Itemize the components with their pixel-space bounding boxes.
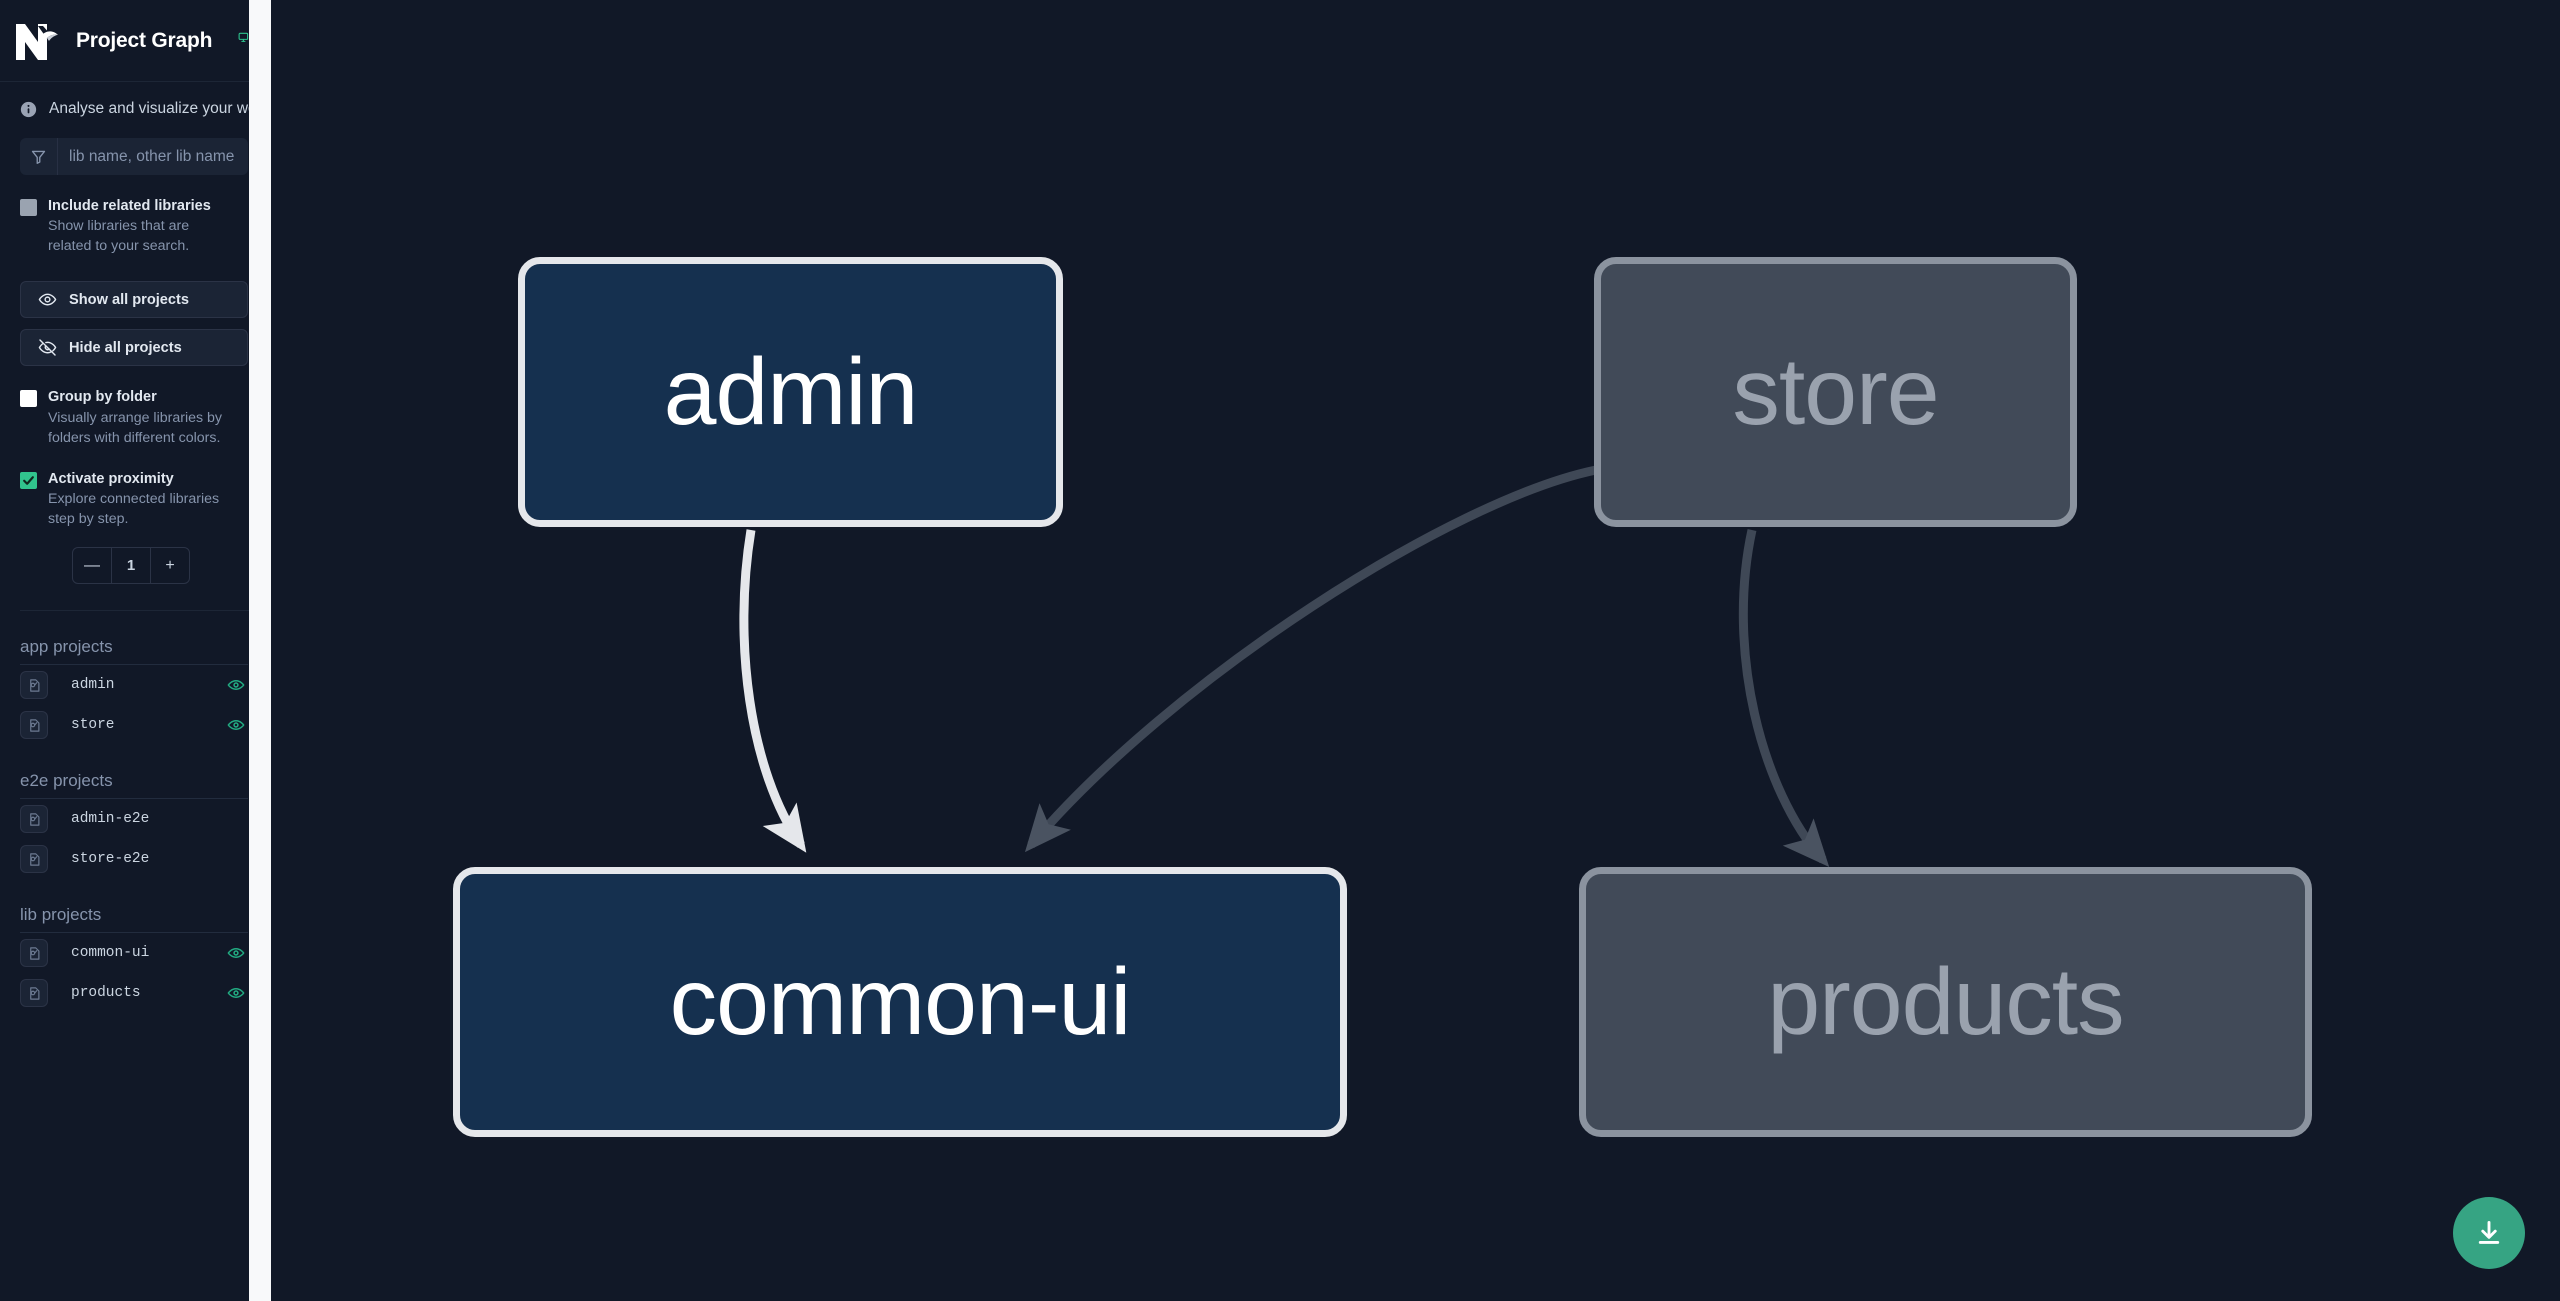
sidebar: Project Graph Analyse and visualize your… [0,0,271,1301]
show-all-projects-button[interactable]: Show all projects [20,281,248,319]
project-row-store[interactable]: store [20,705,248,745]
group-by-folder-checkbox[interactable] [20,390,37,408]
option-description: Show libraries that are related to your … [48,218,190,255]
project-group-app: app projects admin [20,637,249,745]
download-graph-button[interactable] [2453,1197,2525,1269]
project-group-lib: lib projects common-ui [20,905,249,1013]
eye-icon [38,294,57,306]
project-name: admin [71,677,115,694]
include-related-libraries-checkbox[interactable] [20,199,37,216]
graph-edges [739,465,1830,868]
graph-node-label: common-ui [669,948,1132,1055]
graph-node-admin[interactable]: admin [518,257,1063,527]
project-row-admin-e2e[interactable]: admin-e2e [20,799,248,839]
project-group-e2e: e2e projects admin-e2e [20,771,249,879]
edge-admin-common-ui [739,529,807,853]
project-name: admin-e2e [71,811,150,828]
nx-logo-icon [14,20,62,62]
option-description: Explore connected libraries step by step… [48,491,220,528]
graph-node-label: store [1732,338,1939,445]
project-icon [20,979,48,1008]
graph-node-common-ui[interactable]: common-ui [453,867,1347,1137]
project-icon [20,939,48,968]
info-icon [20,101,37,118]
page-title: Project Graph [76,28,213,52]
check-icon [23,476,34,485]
graph-canvas[interactable]: admin store common-ui products [271,0,2560,1301]
option-activate-proximity[interactable]: Activate proximity Explore connected lib… [20,470,249,529]
project-row-products[interactable]: products [20,973,248,1013]
graph-node-label: admin [663,338,919,445]
project-icon [20,711,48,740]
project-visibility-eye-icon[interactable] [227,676,245,694]
filter-icon [20,138,58,175]
option-label: Activate proximity [48,470,174,487]
project-group-title: e2e projects [20,771,248,800]
project-name: products [71,985,141,1002]
monitor-icon[interactable] [238,30,249,52]
graph-node-label: products [1767,948,2124,1055]
project-name: store [71,717,115,734]
sidebar-divider [20,610,249,612]
proximity-decrement-button[interactable]: — [84,556,100,574]
graph-node-products[interactable]: products [1579,867,2312,1137]
eye-off-icon [38,339,57,357]
sidebar-tagline: Analyse and visualize your workspace. [0,82,271,132]
graph-node-store[interactable]: store [1594,257,2077,527]
project-name: store-e2e [71,851,150,868]
search-field[interactable] [20,138,248,175]
sidebar-body: Include related libraries Show libraries… [0,138,271,1013]
edge-store-products [1738,529,1830,868]
project-icon [20,805,48,834]
project-icon [20,845,48,874]
project-group-title: lib projects [20,905,248,934]
sidebar-header: Project Graph [0,0,271,82]
project-row-common-ui[interactable]: common-ui [20,933,248,973]
activate-proximity-checkbox[interactable] [20,471,37,489]
project-row-store-e2e[interactable]: store-e2e [20,839,248,879]
project-row-admin[interactable]: admin [20,665,248,705]
project-name: common-ui [71,945,150,962]
project-visibility-eye-icon[interactable] [227,716,245,734]
search-input[interactable] [58,138,238,175]
hide-all-projects-button[interactable]: Hide all projects [20,329,248,367]
option-include-related-libraries[interactable]: Include related libraries Show libraries… [20,197,249,256]
option-group-by-folder[interactable]: Group by folder Visually arrange librari… [20,388,249,447]
proximity-value: 1 [111,548,151,584]
show-all-projects-label: Show all projects [69,291,190,308]
option-label: Include related libraries [48,198,211,214]
project-visibility-eye-icon[interactable] [227,984,245,1002]
option-label: Group by folder [48,389,157,406]
sidebar-scrollbar[interactable] [249,0,271,1301]
project-icon [20,671,48,700]
project-group-title: app projects [20,637,248,666]
download-icon [2478,1220,2500,1244]
hide-all-projects-label: Hide all projects [69,339,182,356]
tagline-text: Analyse and visualize your workspace. [49,100,271,117]
project-visibility-eye-icon[interactable] [227,944,245,962]
proximity-increment-button[interactable]: + [165,556,175,574]
edge-store-common-ui [1024,465,1597,853]
proximity-stepper[interactable]: — 1 + [72,547,190,585]
option-description: Visually arrange libraries by folders wi… [48,409,223,446]
